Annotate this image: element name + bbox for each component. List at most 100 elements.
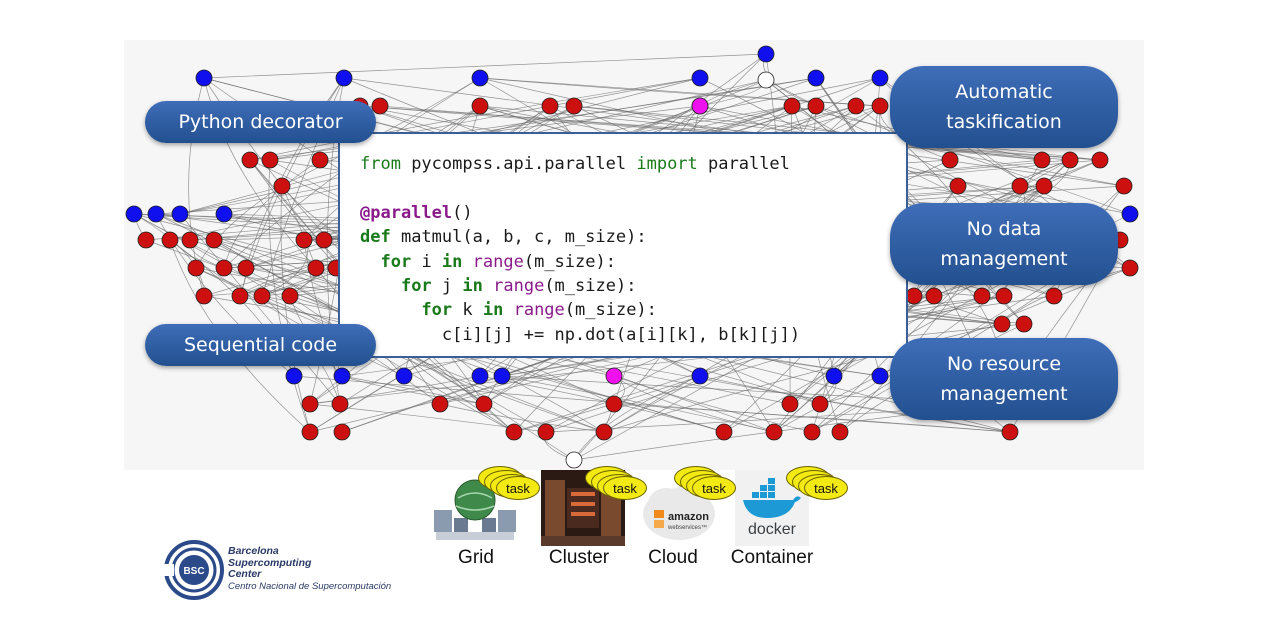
task-label: task — [496, 476, 540, 500]
code-line: @parallel() — [360, 201, 906, 225]
graph-edge — [281, 185, 317, 269]
graph-node — [471, 97, 489, 115]
graph-edge — [613, 375, 775, 433]
graph-node — [125, 205, 143, 223]
graph-node — [765, 423, 783, 441]
graph-node — [803, 423, 821, 441]
code-token: (m_size): — [564, 300, 657, 321]
graph-node — [1035, 177, 1053, 195]
graph-node — [195, 287, 213, 305]
bsc-mark: BSC — [183, 566, 204, 577]
graph-node — [691, 69, 709, 87]
infra-label-container: Container — [730, 547, 814, 568]
docker-logo-text: docker — [748, 521, 797, 538]
code-token: pycompss.api.parallel — [400, 154, 637, 174]
code-token: def — [360, 227, 391, 248]
code-token: range — [493, 275, 545, 296]
code-token: (m_size): — [544, 275, 637, 296]
graph-node — [295, 231, 313, 249]
code-line: for k in range(m_size): — [360, 298, 906, 322]
bsc-logo-icon: BSC — [160, 540, 230, 600]
graph-node — [605, 367, 623, 385]
logo-line-2: Supercomputing — [228, 556, 312, 569]
graph-node — [237, 259, 255, 277]
code-token: from — [360, 154, 401, 174]
callout-no-resource-management: No resource management — [890, 338, 1118, 420]
code-token — [483, 276, 493, 296]
graph-node — [187, 259, 205, 277]
code-token: k — [452, 300, 483, 321]
code-token — [360, 276, 401, 296]
graph-node — [807, 97, 825, 115]
graph-node — [757, 45, 775, 63]
logo-line-3: Center — [228, 568, 262, 580]
graph-node — [1015, 315, 1033, 333]
graph-node — [301, 395, 319, 413]
graph-node — [493, 367, 511, 385]
graph-node — [941, 151, 959, 169]
graph-node — [215, 205, 233, 223]
code-token: for — [380, 251, 412, 272]
graph-node — [871, 97, 889, 115]
graph-node — [757, 71, 775, 89]
code-token: in — [441, 251, 463, 272]
graph-node — [475, 395, 493, 413]
graph-node — [333, 423, 351, 441]
graph-node — [925, 287, 943, 305]
infra-label-grid: Grid — [458, 547, 494, 568]
graph-node — [335, 69, 353, 87]
graph-node — [1033, 151, 1051, 169]
graph-edge — [815, 77, 1025, 325]
graph-node — [905, 287, 923, 305]
graph-edge — [439, 403, 605, 433]
task-label: task — [692, 476, 736, 500]
graph-node — [825, 367, 843, 385]
code-token: range — [472, 251, 524, 272]
docker-whale-icon: docker — [735, 470, 809, 546]
graph-node — [215, 259, 233, 277]
callout-python-decorator: Python decorator — [145, 101, 376, 143]
bsc-logo-text: Barcelona Supercomputing Center Centro N… — [228, 545, 391, 592]
amazon-web-services-cloud-icon: amazon webservices™ — [640, 470, 718, 546]
code-line: c[i][j] += np.dot(a[i][k], b[k][j]) — [360, 323, 906, 347]
code-token — [462, 252, 472, 272]
task-label: task — [804, 476, 848, 500]
graph-node — [147, 205, 165, 223]
code-token: range — [513, 300, 565, 321]
graph-node — [307, 259, 325, 277]
code-token: import — [636, 154, 698, 174]
graph-node — [231, 287, 249, 305]
graph-node — [281, 287, 299, 305]
graph-node — [995, 287, 1013, 305]
graph-edge — [341, 375, 485, 405]
graph-node — [331, 395, 349, 413]
graph-node — [781, 395, 799, 413]
graph-node — [783, 97, 801, 115]
graph-edge — [269, 77, 701, 161]
graph-edge — [573, 375, 701, 461]
task-stack-container: task — [786, 466, 850, 500]
infra-label-cloud: Cloud — [648, 547, 698, 568]
graph-node — [1115, 177, 1133, 195]
graph-edge — [133, 213, 205, 297]
graph-node — [505, 423, 523, 441]
task-stack-cloud: task — [674, 466, 738, 500]
code-token: in — [482, 300, 504, 321]
graph-edge — [613, 375, 813, 433]
graph-node — [301, 423, 319, 441]
graph-edge — [293, 375, 1011, 433]
code-token: matmul(a, b, c, m_size): — [390, 227, 647, 248]
graph-node — [1121, 259, 1139, 277]
graph-node — [471, 69, 489, 87]
graph-node — [949, 177, 967, 195]
graph-node — [831, 423, 849, 441]
graph-node — [993, 315, 1011, 333]
callout-automatic-taskification: Automatic taskification — [890, 66, 1118, 148]
graph-node — [471, 367, 489, 385]
graph-node — [691, 97, 709, 115]
graph-edge — [501, 375, 775, 433]
graph-node — [1045, 287, 1063, 305]
callout-sequential-code: Sequential code — [145, 324, 376, 366]
code-token: parallel — [697, 154, 790, 174]
code-token: @parallel — [360, 202, 453, 223]
